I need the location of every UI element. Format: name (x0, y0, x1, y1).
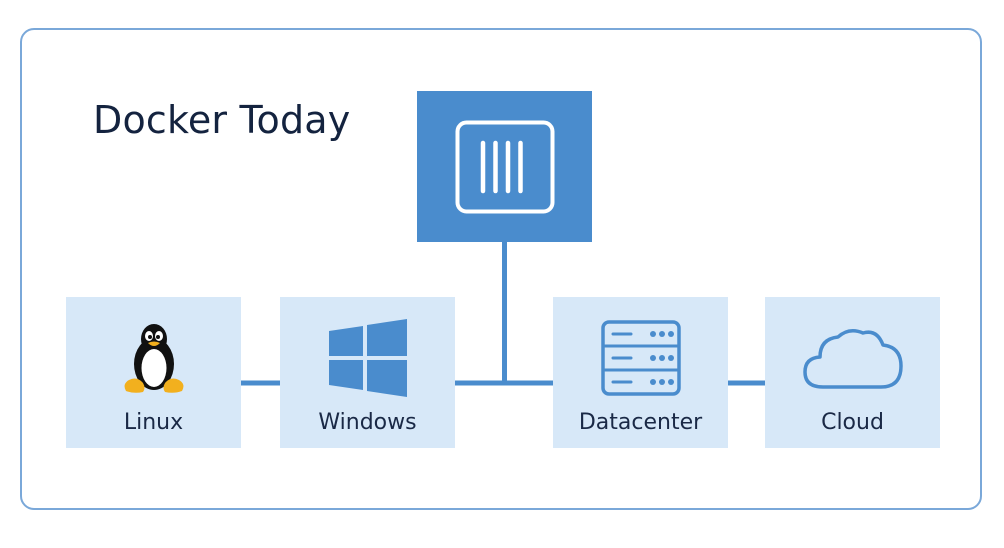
platform-label-windows: Windows (318, 410, 417, 435)
platform-label-datacenter: Datacenter (578, 410, 703, 435)
platform-label-linux: Linux (123, 410, 184, 435)
platform-cloud: Cloud (765, 297, 940, 448)
container-icon (455, 120, 555, 214)
platform-datacenter: Datacenter (553, 297, 728, 448)
platform-windows: Windows (280, 297, 455, 448)
linux-penguin-icon (124, 324, 183, 393)
diagram-title: Docker Today (93, 98, 351, 142)
platform-label-cloud: Cloud (821, 410, 884, 435)
server-rack-icon (600, 320, 681, 396)
windows-logo-icon (328, 319, 407, 397)
cloud-icon (802, 329, 903, 389)
docker-container-hub (417, 91, 592, 242)
platform-linux: Linux (66, 297, 241, 448)
